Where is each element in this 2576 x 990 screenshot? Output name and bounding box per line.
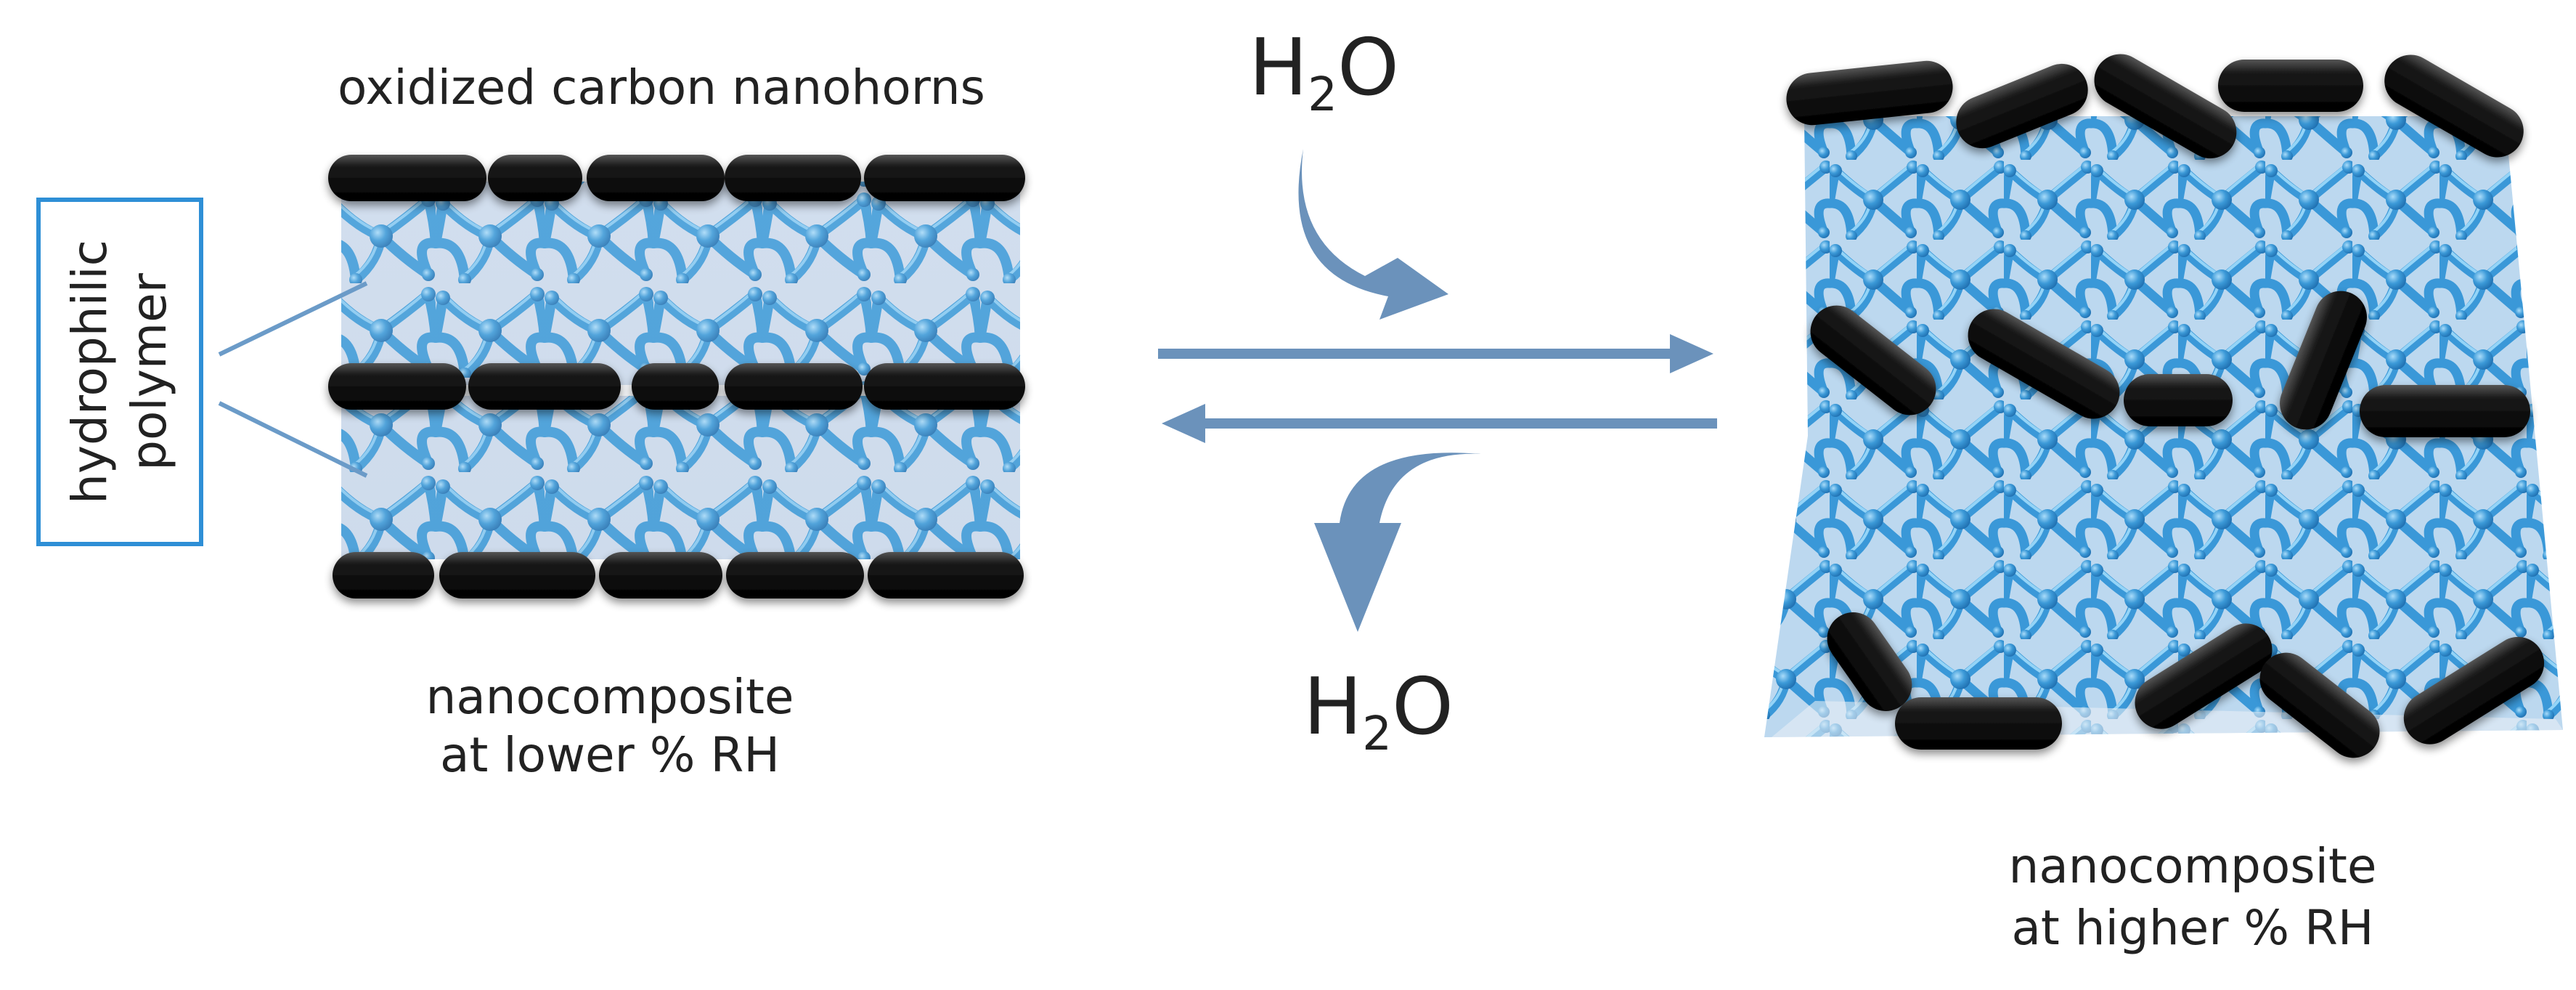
- right-caption-line2: at higher % RH: [2011, 900, 2374, 956]
- water-top-subscript: 2: [1308, 68, 1337, 122]
- left-nanohorn-row-top: [328, 155, 1025, 201]
- hydrophilic-polymer-box: hydrophilic polymer: [36, 198, 203, 546]
- right-caption: nanocomposite at higher % RH: [1931, 835, 2454, 959]
- right-nanocomposite: [1764, 54, 2563, 758]
- right-caption-line1: nanocomposite: [2008, 838, 2377, 894]
- right-nanohorns: [1786, 54, 2545, 758]
- water-top-h: H: [1249, 23, 1308, 113]
- water-bottom-h: H: [1303, 662, 1363, 752]
- left-caption-line1: nanocomposite: [425, 669, 794, 725]
- hydrophilic-polymer-label: hydrophilic polymer: [60, 240, 179, 504]
- left-caption-line2: at lower % RH: [440, 727, 780, 783]
- left-nanohorn-row-middle: [328, 363, 1025, 410]
- polymer-label-line1: hydrophilic: [62, 240, 118, 504]
- water-label-bottom: H2O: [1303, 668, 1454, 774]
- oxidized-carbon-nanohorns-label: oxidized carbon nanohorns: [338, 60, 985, 115]
- water-top-o: O: [1337, 23, 1399, 113]
- left-nanohorn-row-bottom: [333, 552, 1024, 599]
- left-nanocomposite: [218, 155, 1025, 599]
- water-release-arrow: [1314, 453, 1481, 632]
- water-bottom-o: O: [1391, 662, 1454, 752]
- polymer-pointer-line-lower: [218, 401, 368, 478]
- water-bottom-subscript: 2: [1362, 707, 1392, 761]
- equilibrium-arrows: [1158, 334, 1717, 443]
- left-caption: nanocomposite at lower % RH: [378, 668, 842, 784]
- polymer-pointer-line-upper: [218, 281, 368, 357]
- water-uptake-arrow: [1298, 149, 1448, 320]
- polymer-label-line2: polymer: [121, 273, 177, 471]
- water-label-top: H2O: [1249, 29, 1399, 134]
